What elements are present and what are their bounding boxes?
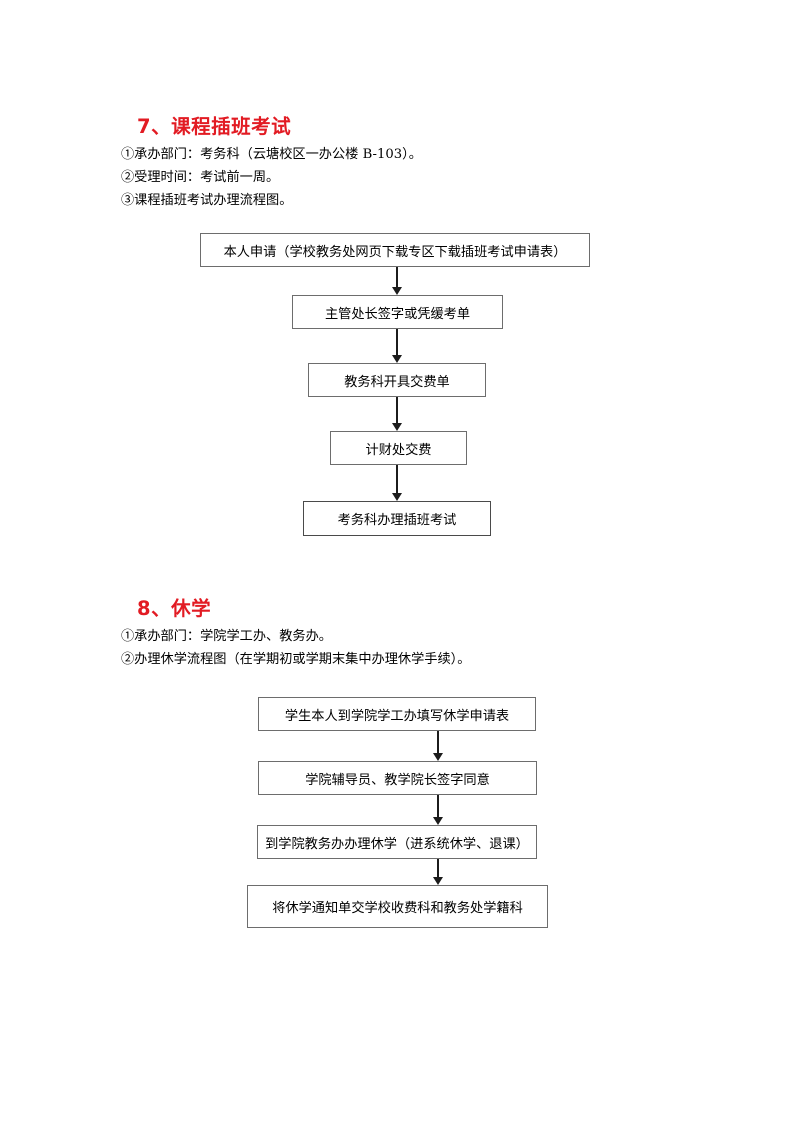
section-heading-7: 7、课程插班考试 xyxy=(137,115,292,138)
flowchart-8-step-1: 学生本人到学院学工办填写休学申请表 xyxy=(258,697,536,731)
flowchart-8-step-3: 到学院教务办办理休学（进系统休学、退课） xyxy=(257,825,537,859)
flowchart-8-arrow-3 xyxy=(432,859,444,885)
flowchart-7-step-4: 计财处交费 xyxy=(330,431,467,465)
flowchart-8-arrow-1 xyxy=(432,731,444,761)
section-7-line-1: ①承办部门：考务科（云塘校区一办公楼 B-103）。 xyxy=(121,147,422,162)
flowchart-7-step-1: 本人申请（学校教务处网页下载专区下载插班考试申请表） xyxy=(200,233,590,267)
section-heading-8: 8、休学 xyxy=(137,597,212,620)
section-7-line-3: ③课程插班考试办理流程图。 xyxy=(121,193,293,208)
flowchart-8-step-4: 将休学通知单交学校收费科和教务处学籍科 xyxy=(247,885,548,928)
section-7-line-2: ②受理时间：考试前一周。 xyxy=(121,170,280,185)
flowchart-8-step-2: 学院辅导员、教学院长签字同意 xyxy=(258,761,537,795)
flowchart-7-arrow-2 xyxy=(391,329,403,363)
flowchart-7-arrow-3 xyxy=(391,397,403,431)
flowchart-7-arrow-1 xyxy=(391,267,403,295)
flowchart-7-step-3: 教务科开具交费单 xyxy=(308,363,486,397)
section-8-line-1: ①承办部门：学院学工办、教务办。 xyxy=(121,629,332,644)
flowchart-7-step-2: 主管处长签字或凭缓考单 xyxy=(292,295,503,329)
flowchart-7-step-5: 考务科办理插班考试 xyxy=(303,501,491,536)
flowchart-7-arrow-4 xyxy=(391,465,403,501)
section-8-line-2: ②办理休学流程图（在学期初或学期末集中办理休学手续）。 xyxy=(121,652,471,667)
flowchart-8-arrow-2 xyxy=(432,795,444,825)
